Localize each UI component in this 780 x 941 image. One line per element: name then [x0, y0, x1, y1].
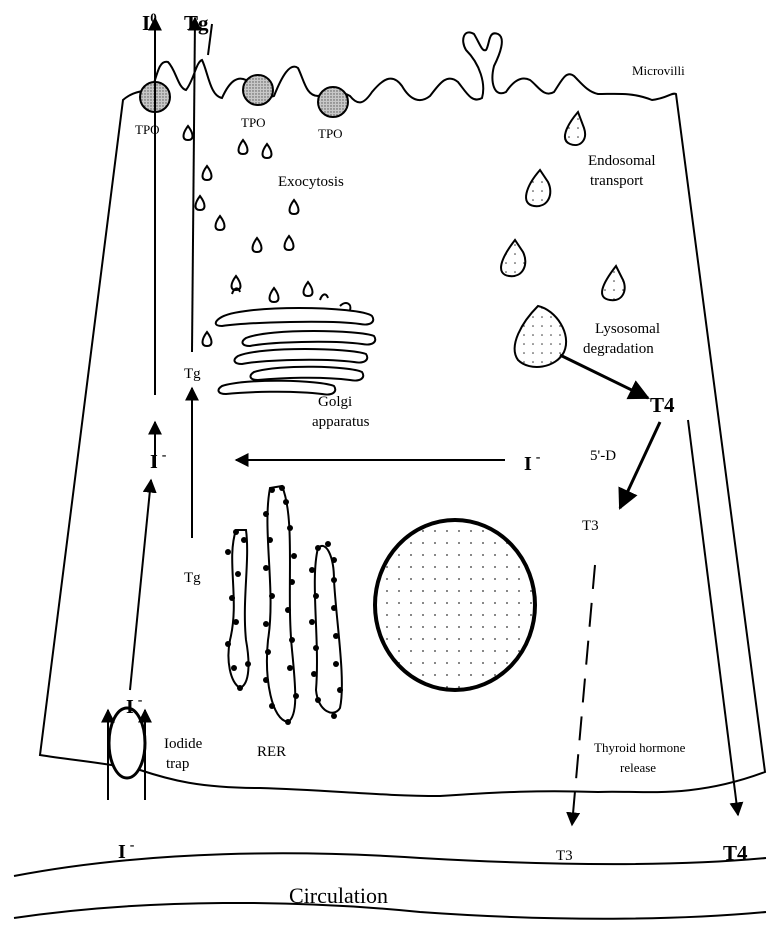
- tpo-label-2: TPO: [241, 115, 266, 130]
- endosomal-label-line1: Endosomal: [588, 153, 656, 169]
- iodide-mid-label: I-: [150, 448, 167, 473]
- t3-blood-label: T3: [556, 848, 573, 864]
- endosomal-label-line2: transport: [590, 173, 644, 189]
- tg-low-label: Tg: [184, 570, 201, 586]
- tpo-enzyme-3: [318, 87, 348, 117]
- t4-blood-label: T4: [723, 841, 748, 865]
- arrow-t4-to-t3: [620, 422, 660, 508]
- tpo-enzyme-2: [243, 75, 273, 105]
- vessel-wall-bottom: [14, 903, 766, 919]
- tpo-label-3: TPO: [318, 126, 343, 141]
- endosomal-vesicles: [501, 112, 625, 300]
- iodide-trap-label-line2: trap: [166, 756, 189, 772]
- t4-inner-label: T4: [650, 393, 675, 417]
- rer-label: RER: [257, 744, 286, 760]
- iodide-trap-label-line1: Iodide: [164, 736, 203, 752]
- arrow-tpo-sidechain: [208, 24, 212, 55]
- circulation-label: Circulation: [289, 883, 388, 908]
- t3-inner-label: T3: [582, 518, 599, 534]
- lysosome: [515, 306, 566, 367]
- arrow-lysosome-to-t4: [560, 355, 648, 398]
- iodide-trap-transporter: [109, 708, 145, 778]
- ribosomes: [225, 485, 343, 725]
- golgi-apparatus: [216, 288, 376, 394]
- tg-mid-label: Tg: [184, 366, 201, 382]
- deiodinase-label: 5'-D: [590, 448, 616, 464]
- lysosomal-label-line1: Lysosomal: [595, 321, 660, 337]
- microvilli-label: Microvilli: [632, 63, 685, 78]
- arrow-tg-golgi-to-lumen: [192, 18, 195, 352]
- golgi-label-line1: Golgi: [318, 394, 352, 410]
- vessel-wall-top: [14, 853, 766, 876]
- exocytosis-vesicles: [184, 126, 313, 346]
- lysosomal-label-line2: degradation: [583, 341, 654, 357]
- release-label-line1: Thyroid hormone: [594, 740, 686, 755]
- exocytosis-label: Exocytosis: [278, 174, 344, 190]
- arrow-iodide-trap-up: [130, 480, 151, 690]
- arrow-t3-release: [572, 565, 595, 825]
- iodide-right-label: I-: [524, 450, 541, 475]
- golgi-label-line2: apparatus: [312, 414, 370, 430]
- tg-top-label: Tg: [184, 11, 209, 35]
- release-label-line2: release: [620, 760, 656, 775]
- rough-endoplasmic-reticulum: [228, 486, 341, 722]
- pathway-arrows: [108, 18, 738, 825]
- arrow-t4-release: [688, 420, 738, 815]
- tpo-label-1: TPO: [135, 122, 160, 137]
- nucleus: [375, 520, 535, 690]
